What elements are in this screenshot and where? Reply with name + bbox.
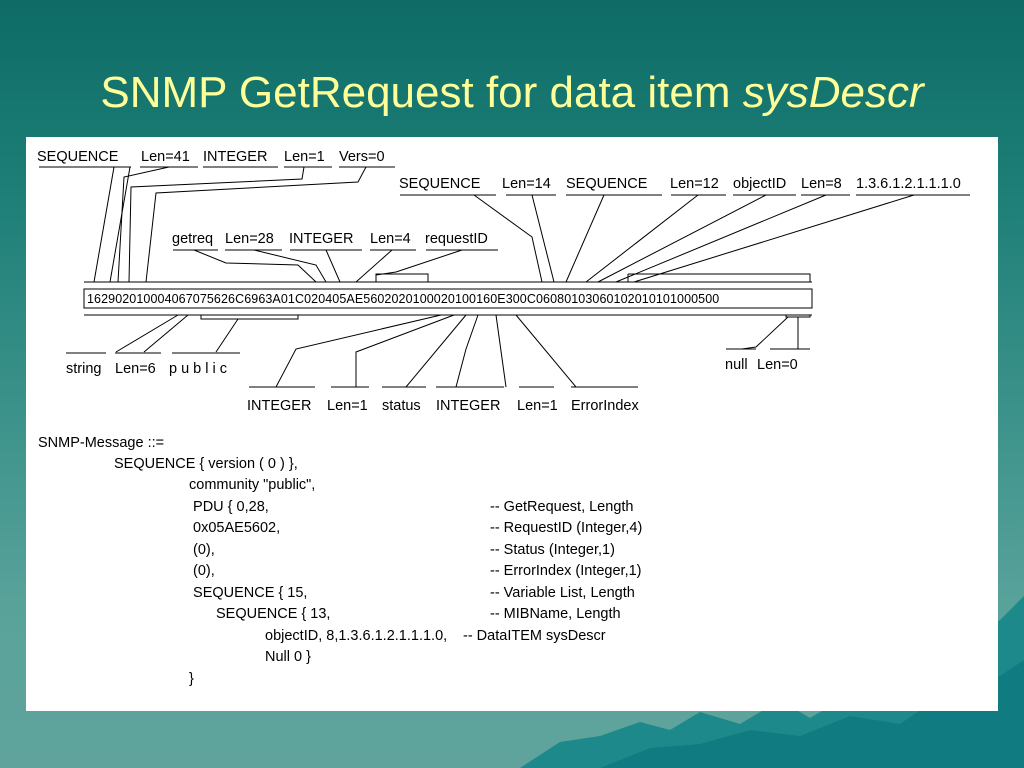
code-line-0: SNMP-Message ::=	[38, 435, 165, 451]
label-requestid: requestID	[425, 231, 488, 247]
code-line-9: objectID, 8,1.3.6.1.2.1.1.1.0,	[265, 628, 448, 644]
label-integer-3: INTEGER	[247, 398, 311, 414]
title-prefix: SNMP GetRequest for data item	[100, 68, 743, 117]
label-len1: Len=1	[284, 149, 325, 165]
code-line-4: 0x05AE5602,	[189, 520, 281, 536]
label-len6: Len=6	[115, 361, 156, 377]
label-oid: 1.3.6.1.2.1.1.1.0	[856, 176, 961, 192]
label-sequence-2: SEQUENCE	[399, 176, 481, 192]
label-integer-4: INTEGER	[436, 398, 500, 414]
label-integer: INTEGER	[203, 149, 267, 165]
code-comment-5: -- MIBName, Length	[490, 606, 621, 622]
label-len12: Len=12	[670, 176, 719, 192]
label-errorindex: ErrorIndex	[571, 398, 639, 414]
label-len1-a: Len=1	[327, 398, 368, 414]
code-line-1: SEQUENCE { version ( 0 ) },	[114, 456, 298, 472]
label-status: status	[382, 398, 421, 414]
slide-title: SNMP GetRequest for data item sysDescr	[0, 68, 1024, 118]
label-integer-2: INTEGER	[289, 231, 353, 247]
code-comment-0: -- GetRequest, Length	[490, 499, 634, 515]
hex-bytes: 162902010004067075626C6963A01C020405AE56…	[87, 292, 719, 306]
label-vers: Vers=0	[339, 149, 385, 165]
code-line-2: community "public",	[189, 477, 316, 493]
label-len0: Len=0	[757, 357, 798, 373]
label-len41: Len=41	[141, 149, 190, 165]
title-italic: sysDescr	[742, 68, 924, 117]
label-len4: Len=4	[370, 231, 411, 247]
label-public: p u b l i c	[169, 361, 227, 377]
code-line-11: }	[189, 671, 194, 687]
label-len8: Len=8	[801, 176, 842, 192]
label-sequence: SEQUENCE	[37, 149, 119, 165]
code-line-7: SEQUENCE { 15,	[189, 585, 308, 601]
snmp-packet-diagram: SEQUENCE Len=41 INTEGER Len=1 Vers=0 SEQ…	[37, 149, 970, 414]
code-comment-4: -- Variable List, Length	[490, 585, 635, 601]
code-line-6: (0),	[189, 563, 215, 579]
code-line-8: SEQUENCE { 13,	[216, 606, 331, 622]
code-comment-2: -- Status (Integer,1)	[490, 542, 615, 558]
label-objectid: objectID	[733, 176, 786, 192]
code-comment-3: -- ErrorIndex (Integer,1)	[490, 563, 642, 579]
label-len28: Len=28	[225, 231, 274, 247]
code-comment-1: -- RequestID (Integer,4)	[490, 520, 643, 536]
label-getreq: getreq	[172, 231, 213, 247]
diagram-panel: SEQUENCE Len=41 INTEGER Len=1 Vers=0 SEQ…	[26, 137, 998, 711]
code-line-5: (0),	[189, 542, 215, 558]
label-string: string	[66, 361, 101, 377]
code-line-3: PDU { 0,28,	[189, 499, 269, 515]
label-len1-b: Len=1	[517, 398, 558, 414]
code-comment-6: -- DataITEM sysDescr	[463, 628, 606, 644]
label-sequence-3: SEQUENCE	[566, 176, 648, 192]
label-null: null	[725, 357, 748, 373]
code-line-10: Null 0 }	[265, 649, 311, 665]
label-len14: Len=14	[502, 176, 551, 192]
